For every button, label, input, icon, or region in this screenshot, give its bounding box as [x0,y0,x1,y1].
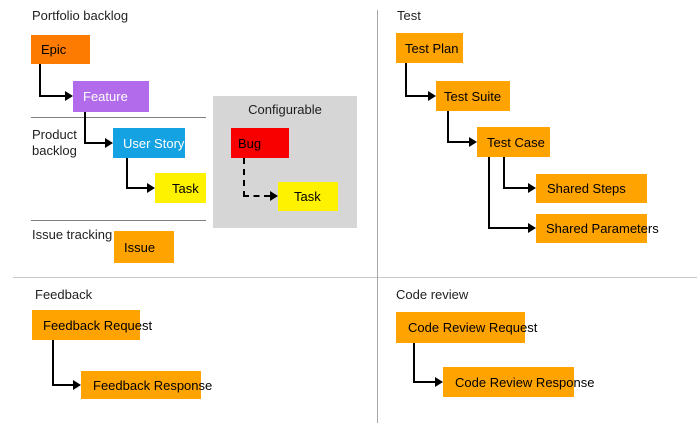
node-shared-parameters-label: Shared Parameters [546,221,659,236]
connector-test-case-shared-steps-vertical [503,157,505,189]
connector-code-review-request-response-arrowhead-icon [435,377,443,387]
node-feature: Feature [73,81,149,112]
node-shared-steps-label: Shared Steps [547,181,626,196]
node-issue: Issue [114,231,174,263]
node-code-review-response-label: Code Review Response [455,374,595,390]
connector-test-plan-test-suite-arrowhead-icon [428,91,436,101]
connector-feature-user-story-vertical [84,112,86,144]
connector-test-case-shared-parameters-arrowhead-icon [528,223,536,233]
connector-bug-task-arrowhead-icon [270,191,278,201]
portfolio-product-divider [31,117,206,118]
connector-bug-task-vertical-dashed [243,158,245,197]
node-test-plan-label: Test Plan [405,40,459,56]
node-user-story-label: User Story [123,135,185,151]
node-shared-parameters: Shared Parameters [536,214,659,243]
node-test-case: Test Case [477,127,550,157]
connector-user-story-task-vertical [126,158,128,189]
section-label-test: Test [397,8,421,23]
node-code-review-request: Code Review Request [396,312,537,343]
connector-code-review-request-response-horizontal [413,381,435,383]
node-task-configurable-label: Task [294,189,321,204]
section-label-code-review: Code review [396,287,469,302]
node-test-suite: Test Suite [436,81,510,111]
node-feature-label: Feature [83,89,128,104]
connector-epic-feature-horizontal [39,95,65,97]
configurable-panel-title: Configurable [248,102,322,117]
connector-test-suite-test-case-arrowhead-icon [469,137,477,147]
node-epic-label: Epic [41,42,67,57]
node-bug: Bug [231,128,289,158]
section-label-product-backlog: Product backlog [32,127,77,158]
connector-feedback-request-response-vertical [52,340,54,386]
node-code-review-request-label: Code Review Request [408,320,538,335]
section-label-portfolio-backlog: Portfolio backlog [32,8,129,23]
section-label-issue-tracking: Issue tracking [32,227,113,242]
connector-test-case-shared-steps-arrowhead-icon [528,183,536,193]
vertical-quadrant-divider [377,10,378,423]
node-test-plan: Test Plan [396,33,463,63]
node-user-story: User Story [113,128,185,158]
connector-test-plan-test-suite-horizontal [405,95,428,97]
node-bug-label: Bug [238,135,262,151]
node-issue-label: Issue [124,239,156,255]
node-feedback-response: Feedback Response [81,371,212,399]
node-epic: Epic [31,35,90,64]
connector-feedback-request-response-arrowhead-icon [73,380,81,390]
node-feedback-request-label: Feedback Request [43,317,153,333]
node-task-product-backlog-label: Task [172,180,199,196]
section-label-feedback: Feedback [35,287,93,302]
connector-test-plan-test-suite-vertical [405,63,407,97]
node-feedback-response-label: Feedback Response [93,377,213,393]
connector-code-review-request-response-vertical [413,343,415,383]
node-task-configurable: Task [278,182,338,211]
node-code-review-response: Code Review Response [443,367,594,397]
connector-test-suite-test-case-vertical [447,111,449,143]
connector-bug-task-horizontal-dashed [243,195,270,197]
connector-epic-feature-vertical [39,64,41,97]
node-test-case-label: Test Case [487,134,545,150]
product-issue-divider [31,220,206,221]
connector-test-suite-test-case-horizontal [447,141,469,143]
horizontal-quadrant-divider [13,277,697,278]
connector-test-case-shared-parameters-horizontal [488,227,528,229]
node-task-product-backlog: Task [155,173,206,203]
connector-test-case-shared-parameters-vertical [488,157,490,229]
connector-epic-feature-arrowhead-icon [65,91,73,101]
connector-user-story-task-arrowhead-icon [147,183,155,193]
connector-feature-user-story-arrowhead-icon [105,138,113,148]
node-test-suite-label: Test Suite [444,88,502,104]
connector-test-case-shared-steps-horizontal [503,187,528,189]
node-feedback-request: Feedback Request [32,310,152,340]
node-shared-steps: Shared Steps [536,174,647,203]
connector-feature-user-story-horizontal [84,142,105,144]
connector-feedback-request-response-horizontal [52,384,73,386]
connector-user-story-task-horizontal [126,187,147,189]
